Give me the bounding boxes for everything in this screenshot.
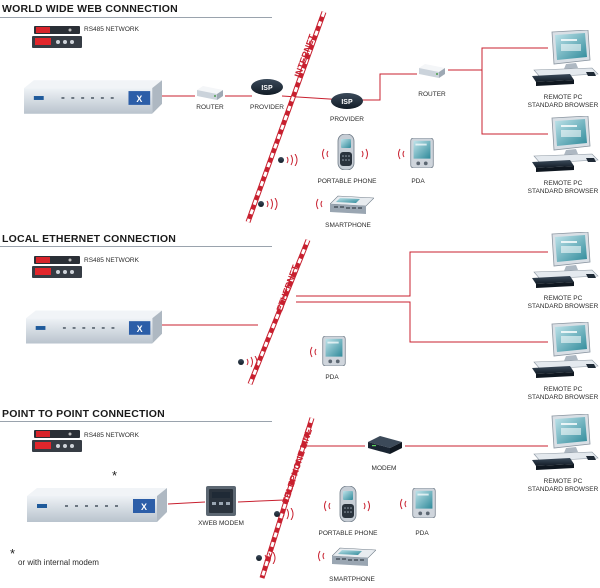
remote-pc-icon bbox=[531, 232, 599, 289]
ethernet-line: ETHERNET bbox=[247, 239, 311, 385]
xweb-modem-icon bbox=[206, 486, 236, 516]
remote-pc-label: REMOTE PC bbox=[543, 386, 583, 393]
signal-waves-icon bbox=[324, 500, 331, 512]
xweb-server-icon bbox=[24, 80, 162, 114]
section-rule-ethernet bbox=[0, 246, 272, 247]
remote-pc-label: REMOTE PC bbox=[543, 180, 583, 187]
standard-browser-label: STANDARD BROWSER bbox=[527, 394, 599, 401]
antenna-icon bbox=[278, 154, 298, 166]
section-title-p2p: POINT TO POINT CONNECTION bbox=[2, 408, 165, 420]
router-label: ROUTER bbox=[196, 104, 224, 111]
portable-phone-label: PORTABLE PHONE bbox=[317, 178, 377, 185]
remote-pc-icon bbox=[531, 322, 599, 379]
footnote-text: or with internal modem bbox=[18, 558, 99, 567]
signal-waves-icon bbox=[322, 148, 329, 160]
pda-icon bbox=[410, 138, 434, 168]
remote-pc-icon bbox=[531, 414, 599, 471]
connection-lines bbox=[160, 47, 548, 505]
signal-waves-icon bbox=[361, 148, 368, 160]
signal-waves-icon bbox=[398, 148, 405, 160]
portable-phone-icon bbox=[339, 486, 357, 522]
xweb-modem-label: XWEB MODEM bbox=[198, 520, 244, 527]
asterisk-mark: * bbox=[112, 468, 118, 483]
isp-text: ISP bbox=[341, 99, 353, 106]
footnote-star: * bbox=[10, 546, 16, 561]
telephone-line-label: TELEPHONE LINE bbox=[280, 427, 314, 504]
controller-icon bbox=[32, 256, 82, 278]
pda-label: PDA bbox=[415, 530, 429, 537]
section-title-www: WORLD WIDE WEB CONNECTION bbox=[2, 3, 178, 15]
standard-browser-label: STANDARD BROWSER bbox=[527, 188, 599, 195]
smartphone-label: SMARTPHONE bbox=[325, 222, 371, 229]
pda-label: PDA bbox=[325, 374, 339, 381]
router-icon bbox=[197, 86, 223, 100]
antenna-icon bbox=[238, 356, 258, 368]
portable-phone-label: PORTABLE PHONE bbox=[318, 530, 378, 537]
standard-browser-label: STANDARD BROWSER bbox=[527, 486, 599, 493]
internet-line: INTERNET bbox=[245, 11, 327, 223]
xweb-server-icon bbox=[26, 310, 162, 344]
remote-pc-icon bbox=[531, 116, 599, 173]
pda-icon bbox=[322, 336, 346, 366]
smartphone-icon bbox=[330, 195, 374, 215]
pda-icon bbox=[412, 488, 436, 518]
section-rule-www bbox=[0, 17, 272, 18]
rs485-label: RS485 NETWORK bbox=[84, 432, 139, 439]
signal-waves-icon bbox=[316, 198, 323, 210]
section-title-ethernet: LOCAL ETHERNET CONNECTION bbox=[2, 233, 176, 245]
provider-label: PROVIDER bbox=[250, 104, 284, 111]
smartphone-icon bbox=[332, 547, 376, 567]
standard-browser-label: STANDARD BROWSER bbox=[527, 102, 599, 109]
signal-waves-icon bbox=[318, 550, 325, 562]
remote-pc-label: REMOTE PC bbox=[543, 94, 583, 101]
modem-icon bbox=[368, 436, 402, 454]
provider-label: PROVIDER bbox=[330, 116, 364, 123]
antenna-icon bbox=[258, 198, 278, 210]
isp-text: ISP bbox=[261, 85, 273, 92]
ethernet-line-label: ETHERNET bbox=[274, 263, 300, 312]
remote-pc-label: REMOTE PC bbox=[543, 295, 583, 302]
controller-icon bbox=[32, 26, 82, 48]
rs485-label: RS485 NETWORK bbox=[84, 26, 139, 33]
smartphone-label: SMARTPHONE bbox=[329, 576, 375, 583]
rs485-label: RS485 NETWORK bbox=[84, 257, 139, 264]
modem-label: MODEM bbox=[371, 465, 397, 472]
controller-icon bbox=[32, 430, 82, 452]
portable-phone-icon bbox=[337, 134, 355, 170]
signal-waves-icon bbox=[400, 498, 407, 510]
section-rule-p2p bbox=[0, 421, 272, 422]
remote-pc-icon bbox=[531, 30, 599, 87]
signal-waves-icon bbox=[363, 500, 370, 512]
pda-label: PDA bbox=[411, 178, 425, 185]
router-label: ROUTER bbox=[418, 91, 446, 98]
xweb-server-icon bbox=[27, 488, 167, 522]
standard-browser-label: STANDARD BROWSER bbox=[527, 303, 599, 310]
remote-pc-label: REMOTE PC bbox=[543, 478, 583, 485]
signal-waves-icon bbox=[310, 346, 317, 358]
router-icon bbox=[419, 64, 445, 78]
